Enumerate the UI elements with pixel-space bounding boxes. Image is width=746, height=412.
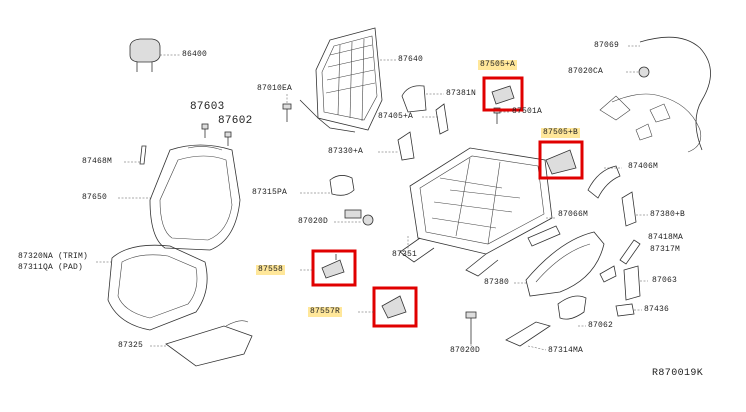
part-87557r [358,286,418,328]
label-86400: 86400 [182,50,208,59]
label-87020d-mid: 87020D [298,217,329,226]
label-87020ca: 87020CA [568,67,604,76]
part-87325 [150,320,253,367]
seatback-frame-drawing [299,27,396,133]
label-87315pa: 87315PA [252,188,288,197]
label-87330a: 87330+A [328,147,364,156]
label-87311qa: 87311QA (PAD) [18,263,84,272]
label-87640: 87640 [398,55,424,64]
label-87314ma: 87314MA [548,346,584,355]
part-87314ma [505,321,551,351]
label-87381n: 87381N [446,89,477,98]
label-87603: 87603 [190,101,225,113]
part-87062 [557,295,587,327]
part-87066m [527,217,561,247]
label-87063: 87063 [652,276,678,285]
seatback-pad-drawing [118,144,241,251]
label-87405a: 87405+A [378,112,414,121]
part-87315pa [300,175,355,196]
label-87505b: 87505+B [541,128,581,138]
parts-right-small [599,239,648,317]
part-87468m [124,145,147,165]
label-87501a: 87501A [512,107,543,116]
label-87066m: 87066M [558,210,589,219]
label-87380b: 87380+B [650,210,686,219]
label-87557r: 87557R [308,307,343,317]
label-87062: 87062 [588,321,614,330]
wire-harness-drawing [599,36,711,153]
label-87468m: 87468M [82,157,113,166]
label-87650: 87650 [82,193,108,202]
bracket-87330a [378,131,415,161]
cover-87381n [401,85,444,113]
label-87380: 87380 [484,278,510,287]
part-87558 [300,249,357,287]
seat-frame-drawing [399,147,553,277]
seat-cushion-drawing [96,244,208,331]
label-87436: 87436 [644,305,670,314]
knob-87505b [538,140,584,180]
label-87317m: 87317M [650,245,681,254]
screw-87020d-mid [334,209,374,226]
label-87351: 87351 [392,250,418,259]
bracket-87405a [422,103,449,135]
knob-87505a [482,76,524,112]
label-87320na: 87320NA (TRIM) [18,252,89,261]
label-87558: 87558 [256,265,286,275]
bolt-87010ea [282,94,292,122]
side-cover-87380 [514,231,605,297]
label-87010ea: 87010EA [257,84,293,93]
label-87020d-bottom: 87020D [450,346,481,355]
label-87602: 87602 [218,115,253,127]
label-87418ma: 87418MA [648,233,684,242]
label-87325: 87325 [118,341,144,350]
clip-87603-87602 [201,123,232,146]
cover-87406m [587,165,622,199]
label-87505a: 87505+A [478,60,518,70]
label-87069: 87069 [594,41,620,50]
diagram-reference-code: R870019K [652,368,704,379]
headrest-drawing [129,38,180,72]
screw-87020d-bottom [465,311,477,346]
label-87406m: 87406M [628,162,659,171]
part-87380b [621,191,648,227]
